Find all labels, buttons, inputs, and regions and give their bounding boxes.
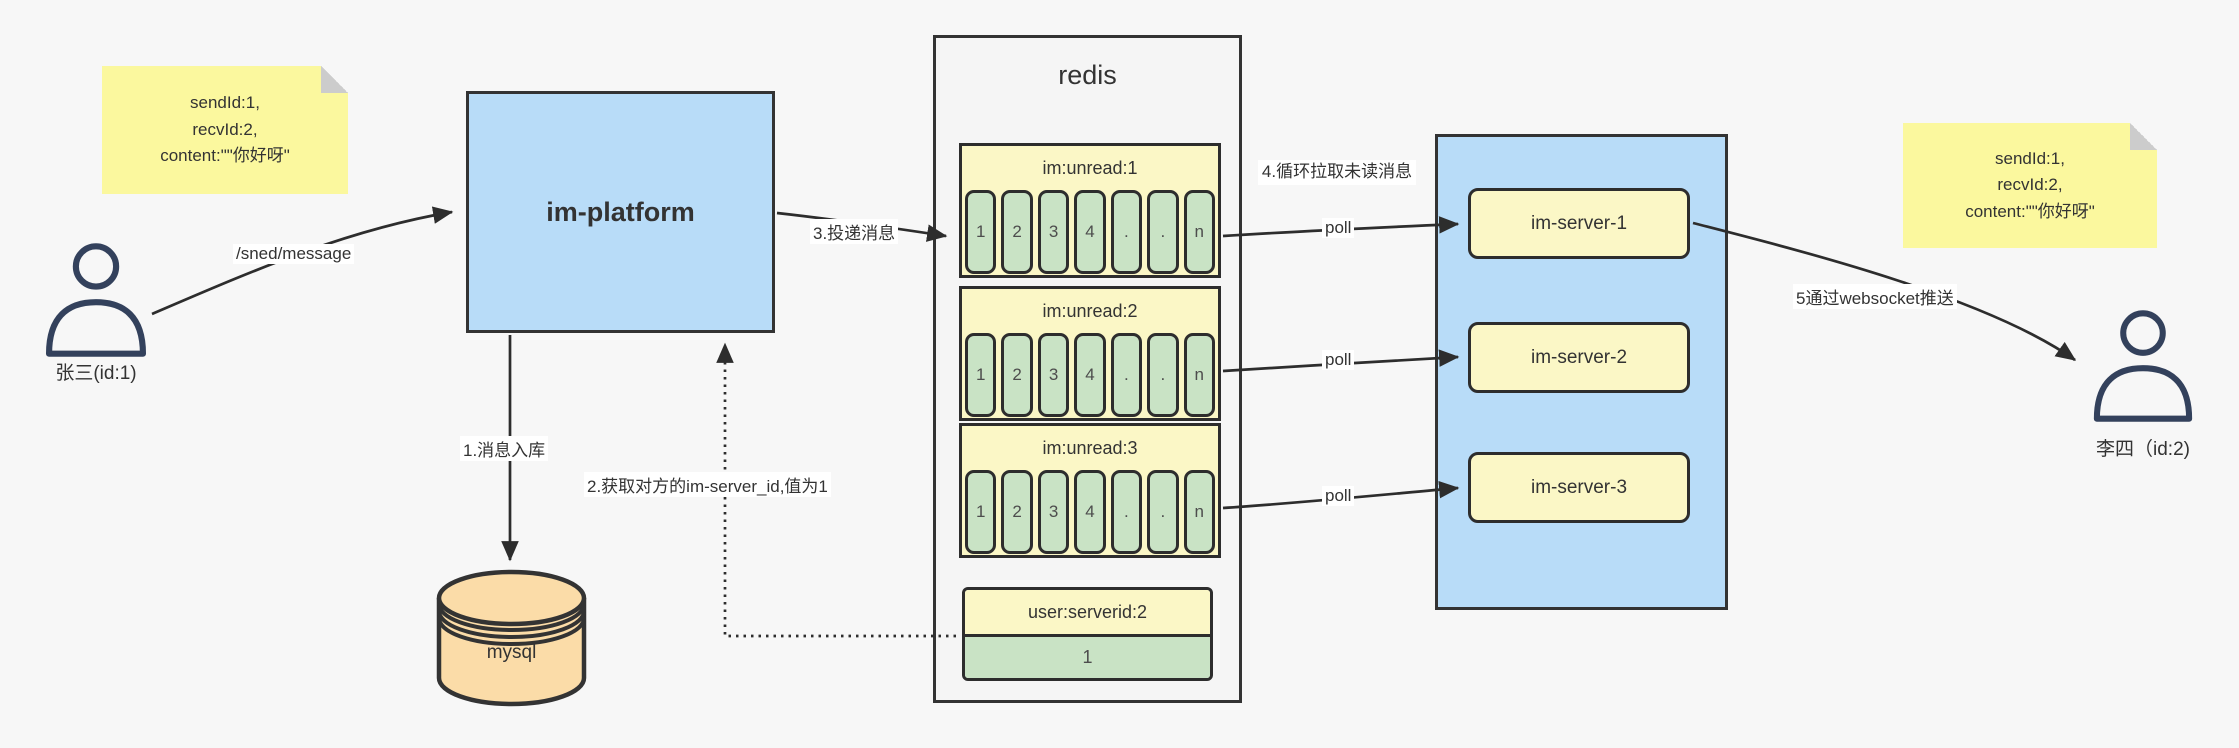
queue-im-unread-1: im:unread:1 1 2 3 4 . . n bbox=[959, 143, 1221, 278]
redis-title: redis bbox=[1058, 60, 1117, 90]
server-label: im-server-1 bbox=[1530, 212, 1628, 234]
queue-cell: 2 bbox=[1001, 470, 1033, 554]
queue-im-unread-3: im:unread:3 1 2 3 4 . . n bbox=[959, 423, 1221, 558]
sender-label: 张三(id:1) bbox=[55, 363, 137, 384]
receiver-label: 李四（id:2) bbox=[2096, 439, 2190, 460]
queue-cell: 4 bbox=[1074, 333, 1106, 417]
kv-value: 1 bbox=[965, 637, 1210, 678]
queue-cell: 3 bbox=[1037, 470, 1070, 554]
queue-cell: n bbox=[1183, 190, 1215, 274]
edge-label-lookup: 2.获取对方的im-server_id,值为1 bbox=[584, 472, 831, 497]
platform-label: im-platform bbox=[546, 196, 695, 227]
note-line: content:""你好呀" bbox=[160, 146, 290, 166]
queue-cell: . bbox=[1110, 470, 1143, 554]
note-line: recvId:2, bbox=[192, 119, 258, 139]
queue-header: im:unread:1 bbox=[1042, 157, 1138, 178]
queue-cell: n bbox=[1183, 333, 1215, 417]
edge-label-deliver: 3.投递消息 bbox=[810, 219, 899, 244]
queue-cell: 1 bbox=[965, 333, 997, 417]
queue-cell: . bbox=[1147, 333, 1179, 417]
edge-label-poll-2: poll bbox=[1322, 350, 1355, 370]
edge-label-push: 5通过websocket推送 bbox=[1793, 284, 1957, 309]
database-cylinder-icon bbox=[435, 568, 588, 708]
note-line: sendId:1, bbox=[1995, 148, 2065, 168]
sticky-note-left: sendId:1, recvId:2, content:""你好呀" bbox=[102, 66, 348, 194]
queue-cell: 4 bbox=[1074, 470, 1106, 554]
queue-cell: 1 bbox=[965, 190, 997, 274]
edge-label-poll-1: poll bbox=[1322, 218, 1355, 238]
queue-cell: n bbox=[1183, 470, 1215, 554]
user-icon bbox=[2088, 310, 2198, 427]
server-box-3: im-server-3 bbox=[1468, 452, 1690, 523]
edge-label-pull: 4.循环拉取未读消息 bbox=[1258, 160, 1416, 185]
sticky-note-right: sendId:1, recvId:2, content:""你好呀" bbox=[1903, 123, 2157, 248]
platform-box: im-platform bbox=[466, 91, 775, 333]
queue-cell: 1 bbox=[965, 470, 997, 554]
mysql-label: mysql bbox=[486, 642, 537, 663]
queue-cell: 3 bbox=[1037, 333, 1070, 417]
queue-im-unread-2: im:unread:2 1 2 3 4 . . n bbox=[959, 286, 1221, 421]
folded-corner-icon bbox=[321, 66, 348, 93]
user-icon bbox=[40, 243, 152, 362]
edge-label-store: 1.消息入库 bbox=[460, 436, 549, 461]
folded-corner-icon bbox=[2130, 123, 2157, 150]
queue-cell: 2 bbox=[1001, 190, 1033, 274]
queue-cell: . bbox=[1147, 190, 1179, 274]
queue-cell: 3 bbox=[1037, 190, 1070, 274]
queue-cell: 4 bbox=[1074, 190, 1106, 274]
server-label: im-server-2 bbox=[1530, 346, 1628, 368]
queue-cell: . bbox=[1110, 333, 1143, 417]
note-line: recvId:2, bbox=[1997, 175, 2063, 195]
note-line: content:""你好呀" bbox=[1965, 201, 2095, 221]
queue-header: im:unread:2 bbox=[1042, 300, 1138, 321]
edge-label-poll-3: poll bbox=[1322, 486, 1355, 506]
queue-cell: 2 bbox=[1001, 333, 1033, 417]
note-line: sendId:1, bbox=[190, 93, 260, 113]
edge-label-send: /sned/message bbox=[233, 244, 355, 264]
server-box-2: im-server-2 bbox=[1468, 322, 1690, 393]
queue-cell: . bbox=[1147, 470, 1179, 554]
server-box-1: im-server-1 bbox=[1468, 188, 1690, 259]
kv-key: user:serverid:2 bbox=[965, 590, 1210, 637]
kv-box: user:serverid:2 1 bbox=[962, 587, 1213, 681]
queue-header: im:unread:3 bbox=[1042, 437, 1138, 458]
queue-cell: . bbox=[1110, 190, 1143, 274]
server-label: im-server-3 bbox=[1530, 476, 1628, 498]
